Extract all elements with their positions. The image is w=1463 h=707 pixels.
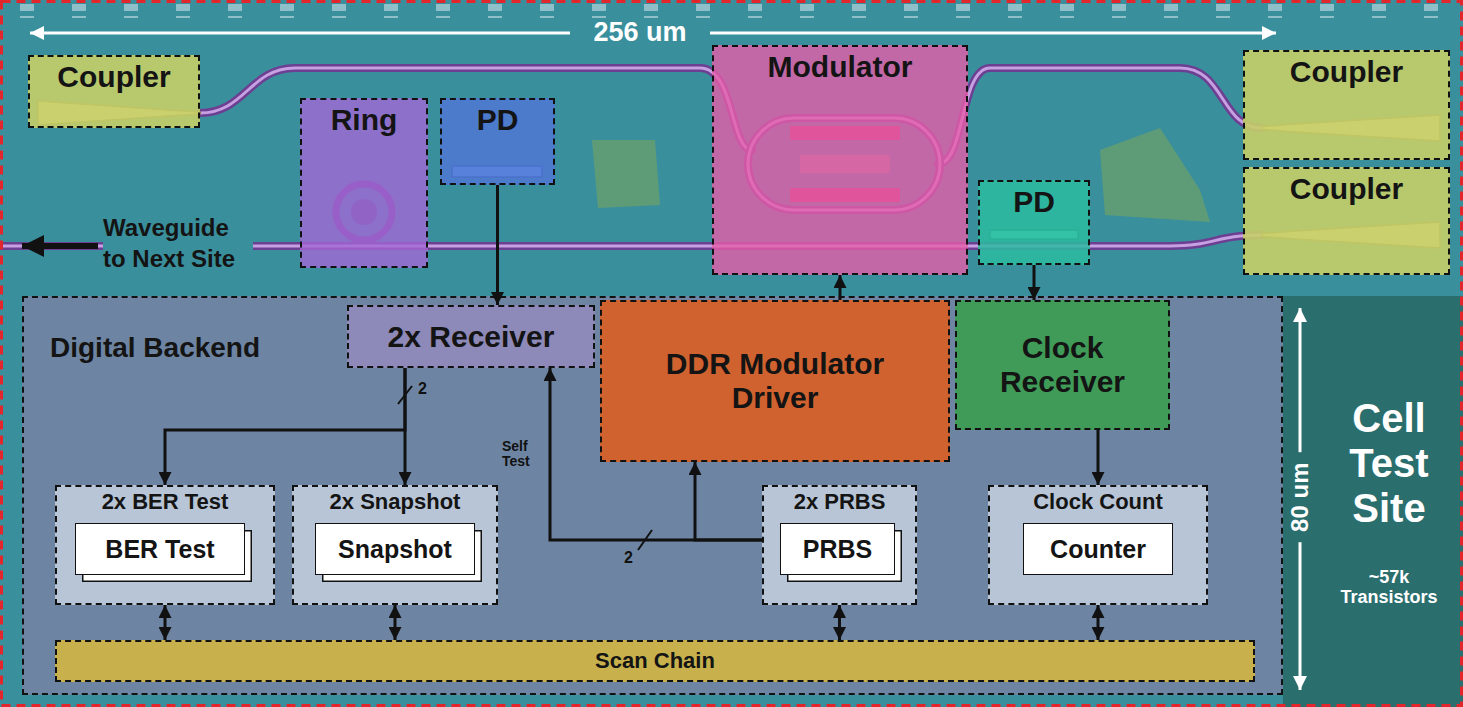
clock-count-group-box: Clock CountCounter bbox=[988, 485, 1208, 605]
fill-shape bbox=[592, 140, 660, 208]
photodetector-box: PD bbox=[978, 180, 1090, 265]
ring-resonator-box: Ring bbox=[300, 98, 428, 268]
signal-connector bbox=[1097, 605, 1100, 640]
modulator-box: Modulator bbox=[712, 45, 968, 275]
coupler-box: Coupler bbox=[28, 55, 200, 128]
direction-arrow bbox=[22, 243, 98, 249]
connector-label: Self Test bbox=[502, 439, 542, 470]
snapshot-group-box: 2x SnapshotSnapshot bbox=[292, 485, 498, 605]
waveguide bbox=[938, 68, 1262, 164]
receiver-block: 2x Receiver bbox=[347, 305, 595, 368]
dimension-label: 256 um bbox=[570, 19, 710, 46]
block-label: Modulator bbox=[768, 50, 913, 84]
block-label: Counter bbox=[1050, 535, 1146, 563]
block-label: Clock Receiver bbox=[968, 331, 1158, 398]
bus-width-label: 2 bbox=[624, 549, 633, 567]
block-label: PD bbox=[477, 103, 519, 137]
block-label: 2x Receiver bbox=[388, 320, 555, 354]
test-group-box: 2x BER TestBER Test bbox=[55, 485, 275, 605]
coupler-box: Coupler bbox=[1243, 167, 1450, 275]
signal-connector bbox=[839, 275, 842, 300]
note-label: Waveguide to Next Site bbox=[103, 212, 253, 274]
signal-connector bbox=[695, 462, 762, 540]
block-label: Scan Chain bbox=[595, 649, 715, 674]
block-label: Digital Backend bbox=[50, 332, 260, 363]
digital-backend-region: Digital Backend 2x ReceiverDDR Modulator … bbox=[22, 296, 1283, 695]
signal-connector bbox=[550, 368, 762, 540]
block-label: Snapshot bbox=[338, 535, 452, 563]
bus-slash bbox=[638, 530, 652, 550]
block-label: 2x BER Test bbox=[102, 490, 229, 515]
waveguide-core bbox=[938, 68, 1262, 164]
block-note: ~57k Transistors bbox=[1327, 567, 1451, 607]
signal-connector bbox=[1097, 430, 1100, 485]
block-label: 2x PRBS bbox=[794, 490, 886, 515]
bus-width-label: 2 bbox=[418, 380, 427, 398]
block-label: Coupler bbox=[57, 60, 170, 94]
dimension-label: 80 um bbox=[1287, 452, 1313, 542]
block-label: Coupler bbox=[1290, 55, 1403, 89]
block-label: BER Test bbox=[105, 535, 214, 563]
block-label: PD bbox=[1013, 185, 1055, 219]
driver-block: DDR Modulator Driver bbox=[600, 300, 950, 462]
ber-test-box: BER Test bbox=[75, 523, 245, 575]
block-label: PRBS bbox=[803, 535, 872, 563]
clock-receiver-block: Clock Receiver bbox=[955, 300, 1170, 430]
signal-connector bbox=[496, 185, 499, 305]
signal-connector bbox=[165, 368, 405, 485]
bond-pad-row bbox=[10, 4, 1453, 18]
coupler-box: Coupler bbox=[1243, 50, 1450, 160]
scan-chain-bar: Scan Chain bbox=[55, 640, 1255, 682]
signal-connector bbox=[404, 368, 407, 485]
snapshot-box: Snapshot bbox=[315, 523, 475, 575]
connector-group bbox=[165, 185, 1098, 640]
signal-connector bbox=[1033, 265, 1036, 300]
prbs-group-box: 2x PRBS PRBS bbox=[762, 485, 917, 605]
bus-slash bbox=[398, 386, 412, 404]
block-label: Coupler bbox=[1290, 172, 1403, 206]
fill-shape bbox=[1100, 128, 1210, 222]
block-label: Clock Count bbox=[1033, 490, 1163, 515]
block-label: 2x Snapshot bbox=[330, 490, 461, 515]
counter-box: Counter bbox=[1023, 523, 1173, 575]
signal-connector bbox=[838, 605, 841, 640]
block-label: Cell Test Site bbox=[1327, 396, 1451, 530]
block-label: Ring bbox=[331, 103, 398, 137]
photodetector-box: PD bbox=[440, 98, 555, 185]
signal-connector bbox=[164, 605, 167, 640]
block-label: DDR Modulator Driver bbox=[644, 347, 906, 414]
signal-connector bbox=[394, 605, 397, 640]
prbs-box: PRBS bbox=[780, 523, 895, 575]
